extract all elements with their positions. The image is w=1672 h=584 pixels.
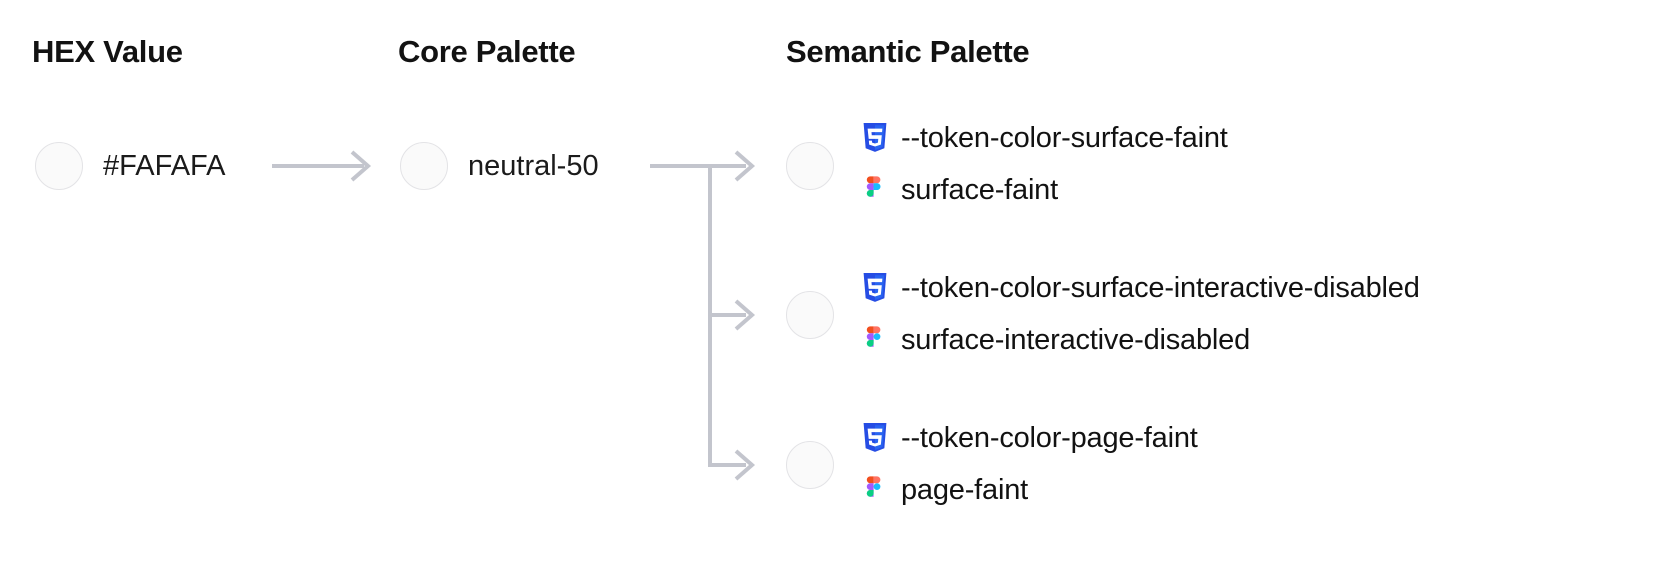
figma-token-name-2: page-faint — [901, 473, 1028, 506]
css-token-name-1: --token-color-surface-interactive-disabl… — [901, 271, 1420, 304]
figma-token-name-1: surface-interactive-disabled — [901, 323, 1251, 356]
column-heading-core-palette: Core Palette — [398, 34, 576, 69]
figma-icon — [866, 326, 881, 347]
figma-icon — [866, 476, 881, 497]
figma-token-line-2: page-faint — [862, 464, 1198, 516]
css-token-line-0: --token-color-surface-faint — [862, 112, 1228, 164]
semantic-token-group-1: --token-color-surface-interactive-disabl… — [862, 262, 1420, 366]
css3-icon — [863, 423, 887, 452]
color-swatch-semantic-0[interactable] — [786, 142, 834, 190]
css3-icon — [863, 273, 887, 302]
figma-icon — [866, 176, 881, 197]
arrow-core-to-semantic-branch — [650, 150, 756, 481]
color-swatch-core[interactable] — [400, 142, 448, 190]
hex-value-label: #FAFAFA — [103, 150, 226, 182]
color-swatch-hex[interactable] — [35, 142, 83, 190]
color-swatch-semantic-1[interactable] — [786, 291, 834, 339]
column-heading-semantic-palette: Semantic Palette — [786, 34, 1030, 69]
arrow-hex-to-core — [272, 150, 372, 182]
semantic-token-group-0: --token-color-surface-faint surface-fain… — [862, 112, 1228, 216]
figma-token-line-1: surface-interactive-disabled — [862, 314, 1420, 366]
figma-token-name-0: surface-faint — [901, 173, 1058, 206]
css-token-name-0: --token-color-surface-faint — [901, 121, 1228, 154]
css-token-name-2: --token-color-page-faint — [901, 421, 1198, 454]
semantic-token-group-2: --token-color-page-faint page-faint — [862, 412, 1198, 516]
css-token-line-1: --token-color-surface-interactive-disabl… — [862, 262, 1420, 314]
core-palette-label: neutral-50 — [468, 150, 599, 182]
css3-icon — [863, 123, 887, 152]
column-heading-hex-value: HEX Value — [32, 34, 183, 69]
color-swatch-semantic-2[interactable] — [786, 441, 834, 489]
figma-token-line-0: surface-faint — [862, 164, 1228, 216]
css-token-line-2: --token-color-page-faint — [862, 412, 1198, 464]
